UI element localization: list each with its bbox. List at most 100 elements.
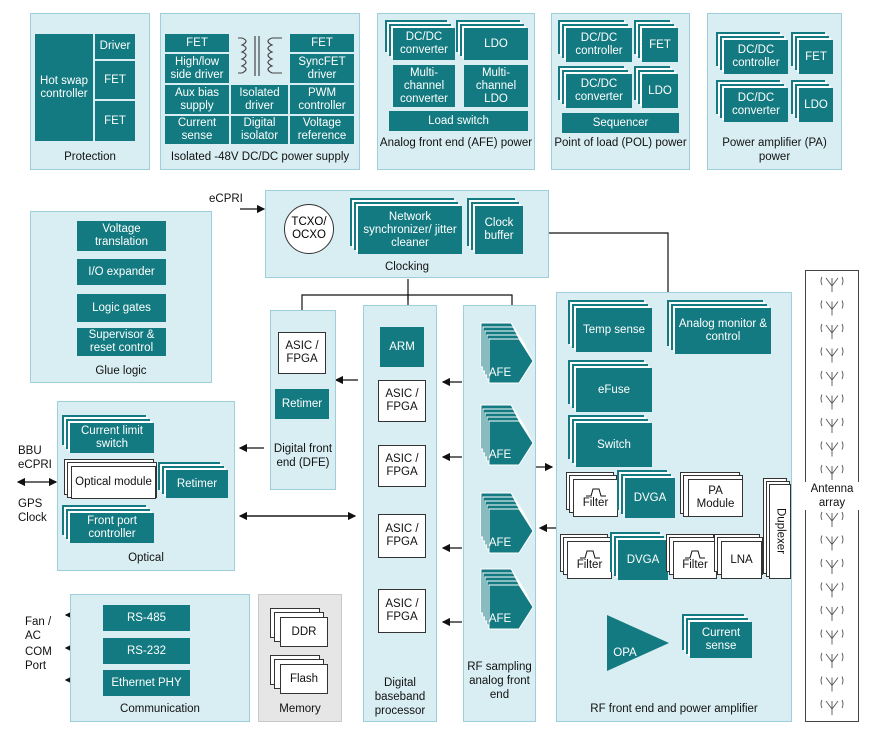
afe-label-3: AFE: [488, 537, 512, 549]
bandpass-filter-icon: [579, 550, 600, 558]
filter-label-1: Filter: [582, 496, 609, 509]
antenna-element-icon: [820, 394, 844, 410]
filter-label-3: Filter: [682, 558, 708, 571]
antenna-elements: [820, 276, 844, 715]
communication-title: Communication: [120, 703, 200, 715]
analog-monitor-block: Analog monitor & control: [675, 308, 771, 354]
fet-left-block: FET: [165, 34, 229, 52]
afe-label-1: AFE: [488, 367, 512, 379]
io-expander-block: I/O expander: [77, 259, 166, 285]
rs232-block: RS-232: [103, 638, 190, 664]
pol-dcdc-controller-block: DC/DC controller: [566, 28, 632, 62]
dbp-asic-fpga-1: ASIC / FPGA: [378, 380, 426, 422]
high-low-driver-block: High/low side driver: [165, 54, 229, 83]
fet-block-1: FET: [95, 61, 135, 99]
pa-power-title: Power amplifier (PA) power: [722, 137, 827, 163]
switch-block: Switch: [576, 423, 652, 467]
antenna-element-icon: [820, 511, 844, 527]
flash-block: Flash: [280, 664, 328, 694]
pol-power-title: Point of load (POL) power: [554, 137, 687, 149]
gps-clock-label: GPS Clock: [18, 498, 47, 524]
dbp-asic-fpga-4: ASIC / FPGA: [378, 589, 426, 633]
current-sense-rf-block: Current sense: [690, 622, 752, 658]
dbp-asic-fpga-2: ASIC / FPGA: [378, 445, 426, 487]
pol-fet-block: FET: [642, 28, 678, 62]
pol-dcdc-converter-block: DC/DC converter: [566, 74, 632, 108]
current-limit-switch-block: Current limit switch: [70, 423, 154, 453]
dvga-block-1: DVGA: [625, 478, 675, 518]
afe-label-4: AFE: [488, 613, 512, 625]
pa-fet-block: FET: [799, 40, 833, 74]
antenna-array-title: Antenna array: [805, 482, 859, 510]
dfe-title: Digital front end (DFE): [273, 443, 333, 469]
antenna-element-icon: [820, 605, 844, 621]
multi-channel-ldo-block: Multi-channel LDO: [464, 65, 528, 107]
opa-label: OPA: [613, 647, 637, 659]
supervisor-reset-block: Supervisor & reset control: [77, 328, 166, 356]
clock-buffer-block: Clock buffer: [475, 206, 523, 254]
efuse-block: eFuse: [576, 368, 652, 412]
antenna-element-icon: [820, 347, 844, 363]
afe-label-2: AFE: [488, 449, 512, 461]
voltage-translation-block: Voltage translation: [77, 221, 166, 251]
dfe-retimer-block: Retimer: [275, 389, 329, 419]
duplexer-label: Duplexer: [774, 508, 787, 555]
filter-block-1: Filter: [573, 479, 618, 517]
com-port-label: COM Port: [25, 646, 52, 672]
antenna-element-icon: [820, 676, 844, 692]
antenna-element-icon: [820, 370, 844, 386]
aux-bias-block: Aux bias supply: [165, 85, 229, 114]
bandpass-filter-icon: [585, 488, 606, 496]
hot-swap-controller: Hot swap controller: [35, 34, 93, 141]
pa-module-block: PA Module: [688, 479, 743, 517]
filter-label-2: Filter: [576, 558, 603, 571]
antenna-element-icon: [820, 417, 844, 433]
antenna-element-icon: [820, 652, 844, 668]
voltage-reference-block: Voltage reference: [290, 116, 354, 144]
antenna-element-icon: [820, 441, 844, 457]
afe-power-title: Analog front end (AFE) power: [379, 137, 533, 149]
temp-sense-block: Temp sense: [576, 308, 652, 352]
antenna-element-icon: [820, 323, 844, 339]
duplexer-block: Duplexer: [769, 484, 791, 579]
tcxo-ocxo-oscillator: TCXO/ OCXO: [284, 204, 334, 254]
fet-block-2: FET: [95, 101, 135, 141]
antenna-element-icon: [820, 276, 844, 292]
memory-title: Memory: [279, 703, 321, 715]
digital-isolator-block: Digital isolator: [231, 116, 288, 144]
clocking-title: Clocking: [384, 261, 430, 273]
pa-ldo-block: LDO: [799, 88, 833, 122]
pa-dcdc-controller-block: DC/DC controller: [724, 40, 788, 74]
optical-retimer-block: Retimer: [166, 470, 228, 498]
network-synchronizer-block: Network synchronizer/ jitter cleaner: [358, 206, 462, 254]
antenna-element-icon: [820, 699, 844, 715]
driver-block: Driver: [95, 34, 135, 59]
rf-front-end-title: RF front end and power amplifier: [590, 703, 758, 715]
filter-block-2: Filter: [567, 541, 612, 579]
rf-sampling-title: RF sampling analog front end: [467, 661, 532, 701]
load-switch-block: Load switch: [389, 111, 528, 131]
antenna-element-icon: [820, 464, 844, 480]
dbp-asic-fpga-3: ASIC / FPGA: [378, 514, 426, 558]
antenna-element-icon: [820, 535, 844, 551]
bandpass-filter-icon: [685, 550, 705, 558]
ecpri-label: eCPRI: [209, 193, 243, 205]
transformer-icon: [238, 36, 282, 76]
dvga-block-2: DVGA: [618, 540, 668, 580]
filter-block-3: Filter: [673, 541, 717, 579]
antenna-element-icon: [820, 300, 844, 316]
ddr-block: DDR: [280, 617, 328, 647]
pol-ldo-block: LDO: [642, 74, 678, 108]
afe-dcdc-converter-block: DC/DC converter: [393, 28, 455, 60]
opa-triangle-icon: [607, 615, 669, 671]
optical-module-block: Optical module: [71, 466, 156, 499]
isolated-power-title: Isolated -48V DC/DC power supply: [170, 151, 350, 163]
digital-baseband-title: Digital baseband processor: [374, 677, 426, 717]
pa-dcdc-converter-block: DC/DC converter: [724, 88, 788, 122]
multi-channel-converter-block: Multi-channel converter: [393, 65, 455, 107]
isolated-driver-block: Isolated driver: [231, 85, 288, 114]
pwm-controller-block: PWM controller: [290, 85, 354, 114]
fet-right-block: FET: [290, 34, 354, 52]
current-sense-block: Current sense: [165, 116, 229, 144]
antenna-element-icon: [820, 629, 844, 645]
